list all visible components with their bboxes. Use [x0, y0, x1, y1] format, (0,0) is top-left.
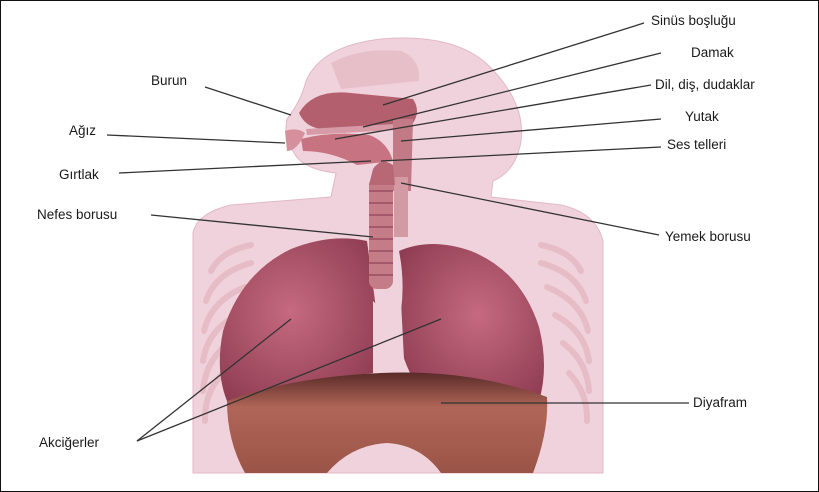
- esophagus: [394, 177, 408, 237]
- label-ses: Ses telleri: [667, 137, 726, 152]
- leader-burun: [205, 87, 291, 115]
- label-sinus: Sinüs boşluğu: [651, 13, 736, 28]
- label-damak: Damak: [691, 45, 734, 60]
- label-girtlak: Gırtlak: [59, 167, 99, 182]
- label-akciger: Akciğerler: [39, 435, 100, 450]
- label-agiz: Ağız: [69, 123, 96, 138]
- label-yutak: Yutak: [685, 109, 719, 124]
- label-burun: Burun: [151, 73, 187, 88]
- leader-agiz: [107, 135, 285, 143]
- trachea: [369, 177, 393, 289]
- label-yemek: Yemek borusu: [665, 229, 751, 244]
- label-nefes: Nefes borusu: [37, 207, 117, 222]
- label-diyafram: Diyafram: [693, 395, 747, 410]
- label-dil: Dil, diş, dudaklar: [655, 77, 755, 92]
